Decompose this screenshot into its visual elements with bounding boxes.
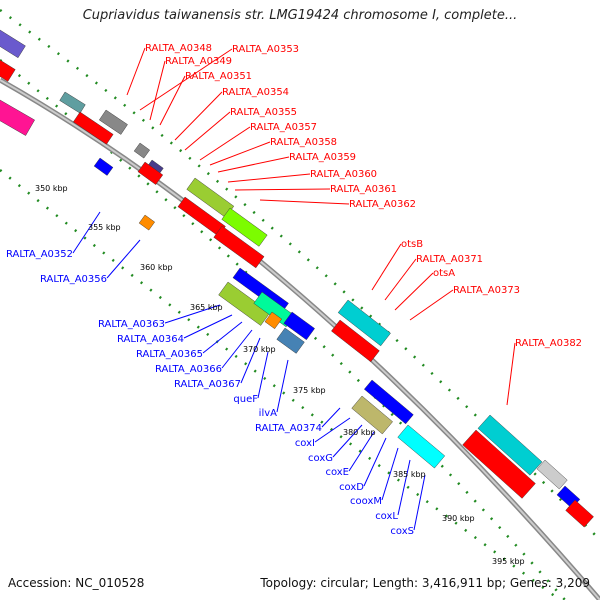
- gene-block-forward[interactable]: [99, 109, 128, 135]
- gene-block-reverse[interactable]: [93, 157, 114, 176]
- gene-label-otsa[interactable]: otsA: [433, 268, 455, 279]
- gene-block-forward[interactable]: [133, 142, 150, 159]
- gene-block-forward[interactable]: [137, 161, 164, 185]
- gene-label-ralta_a0353[interactable]: RALTA_A0353: [232, 44, 299, 55]
- tick-label: 375 kbp: [293, 386, 326, 395]
- gene-label-ralta_a0348[interactable]: RALTA_A0348: [145, 43, 212, 54]
- gene-label-quef[interactable]: queF: [233, 394, 258, 405]
- gene-label-ralta_a0374[interactable]: RALTA_A0374: [255, 423, 322, 434]
- gene-block-forward[interactable]: [536, 459, 568, 490]
- gene-block-reverse[interactable]: [138, 214, 155, 231]
- gene-block-reverse[interactable]: [218, 281, 271, 326]
- accession-label: Accession: NC_010528: [8, 576, 145, 590]
- tick-label: 390 kbp: [442, 514, 475, 523]
- gene-label-coxi[interactable]: coxI: [295, 438, 315, 449]
- tick-label: 370 kbp: [243, 345, 276, 354]
- gene-label-ralta_a0352[interactable]: RALTA_A0352: [6, 249, 73, 260]
- gene-block-reverse[interactable]: [264, 311, 282, 330]
- gene-label-coxg[interactable]: coxG: [308, 453, 333, 464]
- gene-label-ralta_a0382[interactable]: RALTA_A0382: [515, 338, 582, 349]
- genome-summary: Topology: circular; Length: 3,416,911 bp…: [260, 576, 590, 590]
- gene-label-ralta_a0362[interactable]: RALTA_A0362: [349, 199, 416, 210]
- gene-label-ralta_a0359[interactable]: RALTA_A0359: [289, 152, 356, 163]
- gene-block-forward[interactable]: [477, 414, 543, 476]
- gene-block-forward[interactable]: [337, 299, 391, 347]
- gene-label-coxd[interactable]: coxD: [339, 482, 364, 493]
- gene-label-ralta_a0371[interactable]: RALTA_A0371: [416, 254, 483, 265]
- gene-label-ralta_a0356[interactable]: RALTA_A0356: [40, 274, 107, 285]
- tick-label: 365 kbp: [190, 303, 223, 312]
- gene-label-ralta_a0360[interactable]: RALTA_A0360: [310, 169, 377, 180]
- gene-block-reverse[interactable]: [59, 91, 86, 114]
- gene-label-ralta_a0363[interactable]: RALTA_A0363: [98, 319, 165, 330]
- gene-block-reverse[interactable]: [0, 29, 26, 59]
- ruler-outer: [0, 8, 600, 541]
- map-title: Cupriavidus taiwanensis str. LMG19424 ch…: [82, 8, 518, 23]
- tick-label: 385 kbp: [393, 470, 426, 479]
- gene-label-coxs[interactable]: coxS: [390, 526, 414, 537]
- gene-label-ralta_a0351[interactable]: RALTA_A0351: [185, 71, 252, 82]
- gene-block-forward[interactable]: [462, 429, 536, 499]
- gene-label-ralta_a0355[interactable]: RALTA_A0355: [230, 107, 297, 118]
- tick-label: 355 kbp: [88, 223, 121, 232]
- gene-label-ilva[interactable]: ilvA: [259, 408, 277, 419]
- gene-label-ralta_a0366[interactable]: RALTA_A0366: [155, 364, 222, 375]
- gene-label-ralta_a0365[interactable]: RALTA_A0365: [136, 349, 203, 360]
- gene-label-ralta_a0357[interactable]: RALTA_A0357: [250, 122, 317, 133]
- tick-label: 395 kbp: [492, 557, 525, 566]
- gene-label-ralta_a0354[interactable]: RALTA_A0354: [222, 87, 289, 98]
- ruler-bottom: [0, 169, 561, 600]
- gene-block-reverse[interactable]: [283, 311, 315, 341]
- gene-block-forward[interactable]: [221, 207, 268, 247]
- gene-label-ralta_a0361[interactable]: RALTA_A0361: [330, 184, 397, 195]
- gene-block-forward[interactable]: [213, 225, 265, 269]
- gene-block-forward[interactable]: [0, 59, 16, 82]
- gene-block-forward[interactable]: [73, 111, 114, 145]
- tick-label: 350 kbp: [35, 184, 68, 193]
- gene-label-ralta_a0349[interactable]: RALTA_A0349: [165, 56, 232, 67]
- gene-label-cooxm[interactable]: cooxM: [350, 496, 382, 507]
- gene-block-forward[interactable]: [331, 319, 380, 363]
- gene-block-reverse[interactable]: [276, 327, 305, 354]
- gene-block-reverse[interactable]: [397, 424, 446, 469]
- gene-label-ralta_a0364[interactable]: RALTA_A0364: [117, 334, 184, 345]
- gene-label-coxl[interactable]: coxL: [375, 511, 398, 522]
- gene-block-reverse[interactable]: [364, 379, 414, 425]
- gene-label-ralta_a0373[interactable]: RALTA_A0373: [453, 285, 520, 296]
- gene-block-reverse[interactable]: [351, 395, 393, 435]
- tick-label: 380 kbp: [343, 428, 376, 437]
- gene-label-ralta_a0358[interactable]: RALTA_A0358: [270, 137, 337, 148]
- gene-label-otsb[interactable]: otsB: [401, 239, 423, 250]
- gene-block-forward[interactable]: [565, 499, 594, 528]
- gene-block-forward[interactable]: [0, 99, 35, 136]
- gene-label-ralta_a0367[interactable]: RALTA_A0367: [174, 379, 241, 390]
- gene-label-coxe[interactable]: coxE: [325, 467, 349, 478]
- tick-label: 360 kbp: [140, 263, 173, 272]
